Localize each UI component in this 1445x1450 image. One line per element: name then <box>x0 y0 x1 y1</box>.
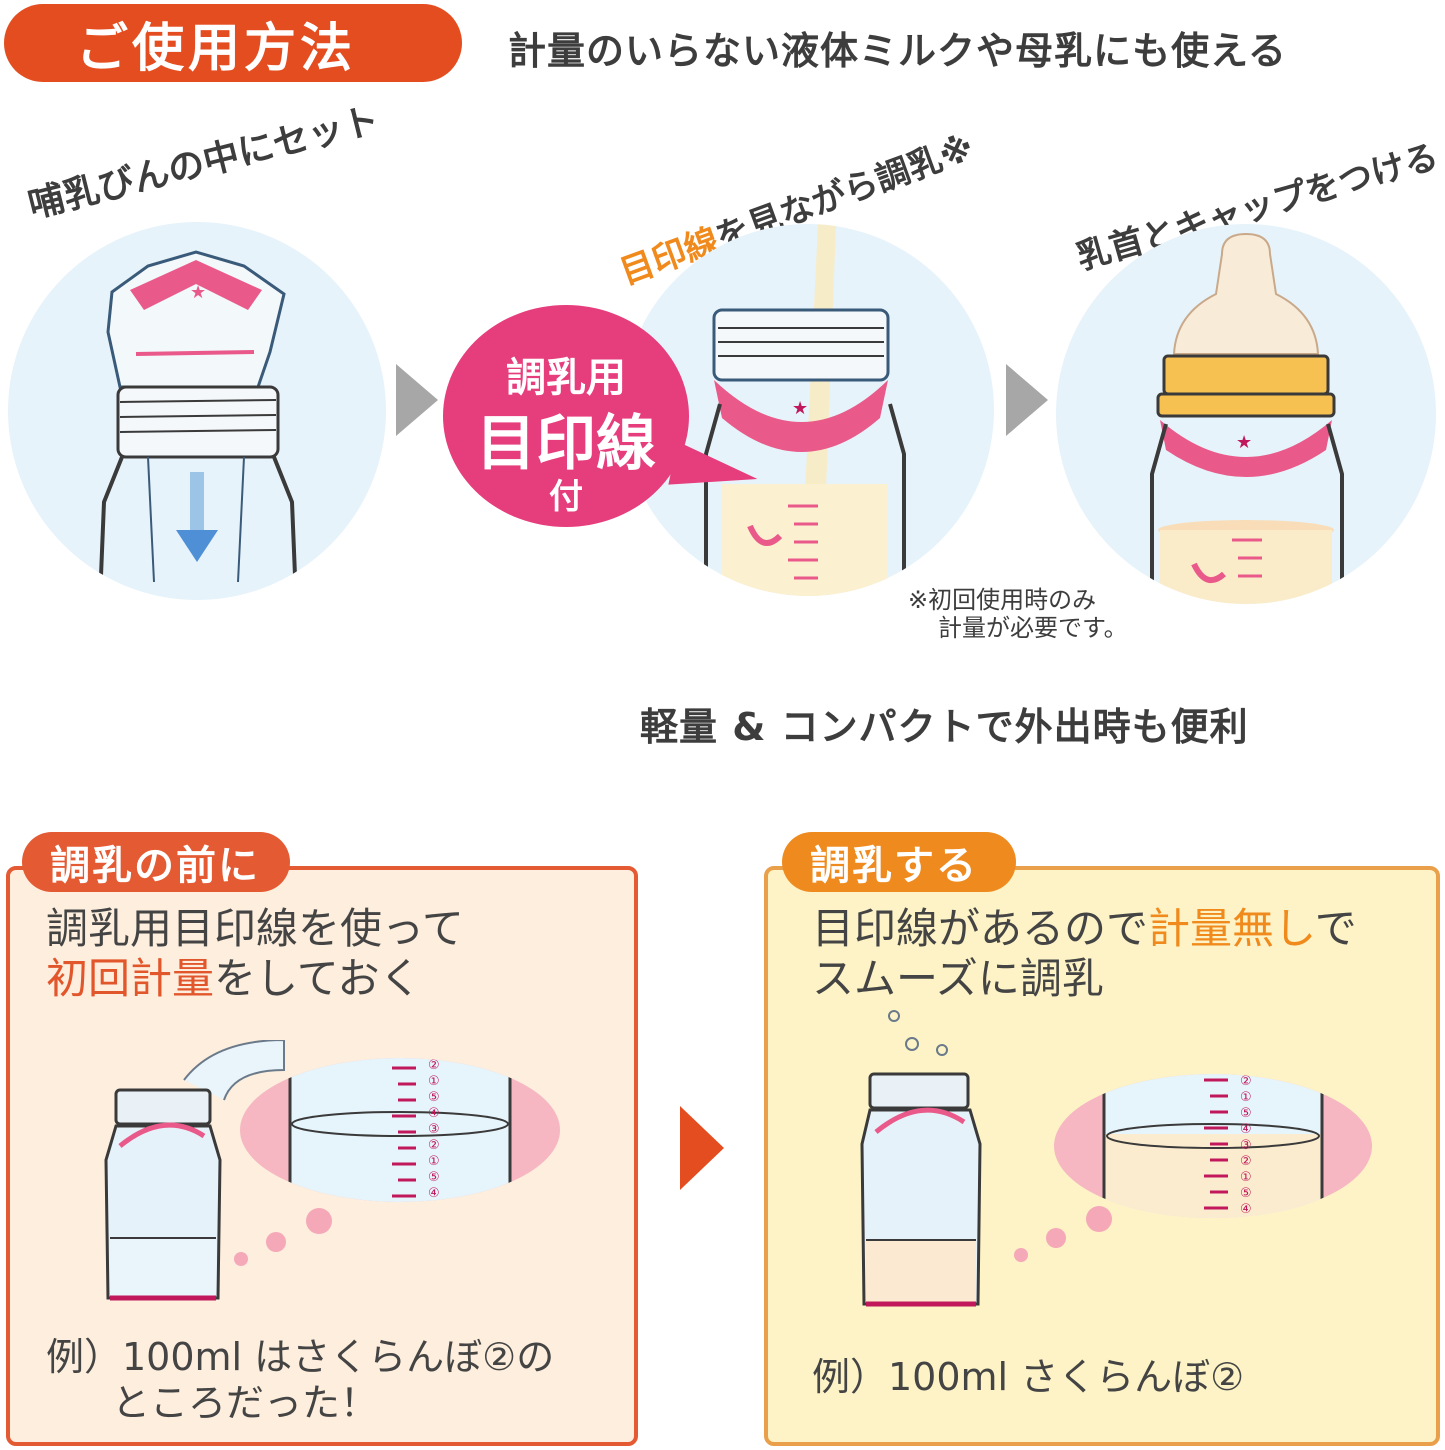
headline-part: や <box>976 29 1016 73</box>
bottle-pouring-illustration: ★ <box>704 224 906 596</box>
subheadline-part: で外出時も便利 <box>975 705 1249 749</box>
scale-mark: ③ <box>428 1122 440 1137</box>
scale-mark: ① <box>1240 1170 1252 1185</box>
svg-text:★: ★ <box>190 282 206 303</box>
thought-dot <box>1014 1248 1028 1262</box>
thought-dot <box>1086 1206 1112 1232</box>
page-title: ご使用方法 <box>4 4 462 82</box>
mixing-line1-b: で <box>1314 904 1357 953</box>
example-line2: ところだった！ <box>112 1381 379 1425</box>
scale-mark: ⑤ <box>428 1170 440 1185</box>
scale-mark: ① <box>428 1074 440 1089</box>
step-arrow-icon <box>1006 364 1048 436</box>
measure-zoom-illustration <box>288 1058 512 1202</box>
mixing-line2: スムーズに調乳 <box>812 954 1104 1003</box>
scale-mark: ④ <box>1240 1122 1252 1137</box>
bottle-insert-illustration: ★ <box>98 250 298 600</box>
step2-circle: ★ <box>622 224 994 596</box>
mixing-example: 例）100ml さくらんぼ② <box>812 1355 1245 1399</box>
bottle-assembled-illustration: ★ <box>1150 232 1344 604</box>
scale-mark: ② <box>1240 1154 1252 1169</box>
scale-mark: ④ <box>1240 1202 1252 1217</box>
scale-mark: ② <box>428 1138 440 1153</box>
step-arrow-icon <box>396 364 438 436</box>
scale-mark: ⑤ <box>428 1090 440 1105</box>
subheadline-part: & <box>718 705 781 749</box>
step1-circle: ★ <box>8 222 386 600</box>
headline-part: 液体ミルク <box>781 29 977 73</box>
mixing-line1: 目印線があるので計量無しで <box>812 904 1357 954</box>
before-mixing-example: 例）100ml はさくらんぼ②の ところだった！ <box>46 1334 554 1426</box>
before-mixing-tag: 調乳の前に <box>22 832 290 892</box>
marker-line-callout: 調乳用 目印線 付 <box>443 305 689 527</box>
mixing-text: 目印線があるので計量無しで スムーズに調乳 <box>812 904 1357 1004</box>
callout-line1: 調乳用 <box>506 355 626 401</box>
main-headline: 計量のいらない液体ミルクや母乳にも使える <box>508 20 1287 75</box>
mixing-zoom-oval: ② ① ⑤ ④ ③ ② ① ⑤ ④ <box>1054 1074 1372 1218</box>
example-line1: 例）100ml はさくらんぼ②の <box>46 1335 555 1379</box>
thought-dot <box>234 1252 248 1266</box>
note-line1: ※初回使用時のみ <box>908 586 1097 614</box>
bottle-mixing-illustration <box>856 1008 992 1314</box>
thought-dot <box>306 1208 332 1234</box>
step1-label: 哺乳びんの中にセット <box>24 99 384 227</box>
step3-circle: ★ <box>1056 224 1436 604</box>
mixing-zoom-illustration <box>1102 1074 1324 1218</box>
bottle-with-bubbles-icon <box>860 1010 982 1307</box>
usage-note: ※初回使用時のみ 計量が必要です。 <box>908 586 1128 642</box>
sub-headline: 軽量 & コンパクトで外出時も便利 <box>640 696 1249 751</box>
headline-part: 計量のいらない <box>508 29 782 73</box>
scale-mark: ② <box>428 1058 440 1073</box>
bottle-with-pitcher-icon <box>104 1038 285 1301</box>
callout-line2: 目印線 <box>476 409 656 479</box>
svg-text:★: ★ <box>792 398 808 419</box>
first-measure-highlight: 初回計量 <box>46 954 215 1003</box>
subheadline-part: 軽量 <box>640 705 719 749</box>
before-mixing-line1: 調乳用目印線を使って <box>46 904 464 953</box>
scale-mark: ⑤ <box>1240 1186 1252 1201</box>
measure-zoom-oval: ② ① ⑤ ④ ③ ② ① ⑤ ④ <box>240 1058 560 1202</box>
callout-line3: 付 <box>549 477 583 517</box>
headline-part: にも使える <box>1093 29 1287 73</box>
mixing-tag: 調乳する <box>782 832 1016 892</box>
svg-text:★: ★ <box>1236 432 1252 453</box>
headline-part: 母乳 <box>1015 29 1094 73</box>
thought-dot <box>1046 1228 1066 1248</box>
no-measure-highlight: 計量無し <box>1148 904 1315 953</box>
scale-mark: ③ <box>1240 1138 1252 1153</box>
thought-dot <box>266 1232 286 1252</box>
scale-mark: ④ <box>428 1106 440 1121</box>
before-mixing-line2: 初回計量をしておく <box>46 954 464 1004</box>
scale-mark: ① <box>1240 1090 1252 1105</box>
note-line2: 計量が必要です。 <box>938 614 1128 642</box>
scale-mark: ② <box>1240 1074 1252 1089</box>
next-arrow-icon <box>680 1106 724 1190</box>
scale-marks-right: ② ① ⑤ ④ ③ ② ① ⑤ ④ <box>1240 1074 1252 1218</box>
scale-mark: ④ <box>428 1186 440 1201</box>
mixing-line1-a: 目印線があるので <box>812 904 1149 953</box>
bottle-measure-illustration <box>104 1038 290 1310</box>
before-mixing-line2-rest: をしておく <box>214 954 422 1003</box>
scale-marks-left: ② ① ⑤ ④ ③ ② ① ⑤ ④ <box>428 1058 440 1202</box>
subheadline-part: コンパクト <box>780 705 976 749</box>
scale-mark: ⑤ <box>1240 1106 1252 1121</box>
scale-mark: ① <box>428 1154 440 1169</box>
before-mixing-text: 調乳用目印線を使って 初回計量をしておく <box>46 904 464 1004</box>
